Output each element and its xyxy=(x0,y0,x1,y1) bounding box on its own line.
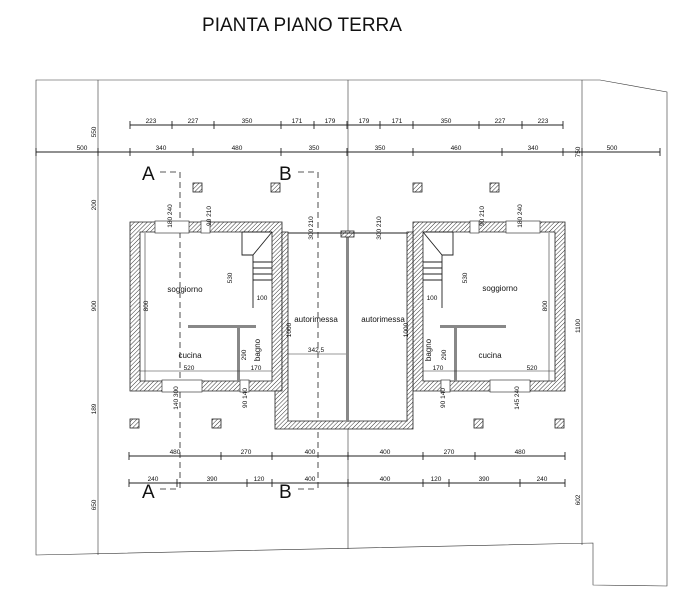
dim-label: 223 xyxy=(538,118,549,125)
dim-label: 480 xyxy=(170,449,181,456)
dim-label: 530 xyxy=(227,272,234,283)
dim-label: 350 xyxy=(242,118,253,125)
room-label-autorimessa-left: autorimessa xyxy=(294,315,338,324)
opening-label: 180 240 xyxy=(167,204,174,228)
section-line-b xyxy=(298,171,319,490)
dim-label: 342,5 xyxy=(308,347,325,354)
left-unit-walls xyxy=(129,220,283,393)
pillar xyxy=(270,182,281,193)
dim-label: 223 xyxy=(146,118,157,125)
lot-boundary xyxy=(35,79,668,587)
room-label-soggiorno-right: soggiorno xyxy=(482,284,518,293)
dim-label: 800 xyxy=(143,300,150,311)
bottom-dims-row1: 480 270 400 400 270 480 xyxy=(170,449,526,456)
bottom-dims-row2: 240 390 120 400 400 120 390 240 xyxy=(148,476,548,483)
dim-label: 750 xyxy=(575,146,582,157)
dim-label: 390 xyxy=(207,476,218,483)
room-label-bagno-left: bagno xyxy=(253,338,262,361)
plan-title: PIANTA PIANO TERRA xyxy=(202,15,402,36)
opening-label: 300 210 xyxy=(308,216,315,240)
dim-label: 270 xyxy=(241,449,252,456)
dim-label: 400 xyxy=(380,449,391,456)
dim-label: 290 xyxy=(441,349,448,360)
dim-label: 400 xyxy=(305,449,316,456)
room-label-cucina-left: cucina xyxy=(178,351,202,360)
dim-label: 170 xyxy=(251,365,262,372)
dim-label: 240 xyxy=(148,476,159,483)
dim-label: 900 xyxy=(91,300,98,311)
opening-label: 180 240 xyxy=(517,204,524,228)
dim-label: 290 xyxy=(241,349,248,360)
dim-label: 520 xyxy=(527,365,538,372)
dim-label: 120 xyxy=(431,476,442,483)
right-unit-walls xyxy=(412,220,566,393)
dim-label: 650 xyxy=(91,499,98,510)
section-a-top: A xyxy=(142,164,155,185)
top-dims-row1: 223 227 350 171 179 179 171 350 227 223 xyxy=(146,118,549,125)
dim-label: 550 xyxy=(91,126,98,137)
opening-label: 90 210 xyxy=(479,206,486,226)
opening-label: 145 240 xyxy=(514,386,521,410)
opening-label: 90 140 xyxy=(440,388,447,408)
dim-label: 602 xyxy=(575,494,582,505)
dim-label: 480 xyxy=(515,449,526,456)
dim-label: 1000 xyxy=(286,322,293,337)
dim-label: 350 xyxy=(309,145,320,152)
dim-label: 179 xyxy=(325,118,336,125)
pillar xyxy=(211,418,222,429)
opening-label: 140 300 xyxy=(173,386,180,410)
dim-label: 200 xyxy=(91,199,98,210)
pillar xyxy=(129,418,140,429)
pillar xyxy=(412,182,423,193)
dim-label: 1000 xyxy=(403,322,410,337)
dim-label: 400 xyxy=(380,476,391,483)
dim-label: 500 xyxy=(607,145,618,152)
room-label-cucina-right: cucina xyxy=(478,351,502,360)
top-dims-row2: 500 340 480 350 350 460 340 500 xyxy=(77,145,618,152)
dim-label: 530 xyxy=(462,272,469,283)
dim-label: 520 xyxy=(184,365,195,372)
room-label-bagno-right: bagno xyxy=(424,338,433,361)
section-b-bottom: B xyxy=(279,482,292,503)
dim-label: 179 xyxy=(359,118,370,125)
pillars xyxy=(129,182,565,429)
dim-label: 189 xyxy=(91,403,98,414)
dim-label: 100 xyxy=(257,295,268,302)
dim-label: 100 xyxy=(427,295,438,302)
dim-label: 340 xyxy=(528,145,539,152)
dim-label: 460 xyxy=(451,145,462,152)
dim-label: 120 xyxy=(254,476,265,483)
vertical-dims: 550 200 900 189 650 750 1100 602 xyxy=(91,126,582,510)
dim-label: 500 xyxy=(77,145,88,152)
dim-label: 227 xyxy=(188,118,199,125)
dim-label: 1100 xyxy=(575,319,582,333)
pillar xyxy=(489,182,500,193)
opening-label: 90 210 xyxy=(206,206,213,226)
dim-label: 340 xyxy=(156,145,167,152)
room-label-autorimessa-right: autorimessa xyxy=(361,315,405,324)
opening-label: 300 210 xyxy=(376,216,383,240)
pillar xyxy=(192,182,203,193)
garage-walls xyxy=(274,230,414,430)
dim-label: 480 xyxy=(232,145,243,152)
room-label-soggiorno-left: soggiorno xyxy=(167,285,203,294)
pillar xyxy=(473,418,484,429)
dim-label: 170 xyxy=(433,365,444,372)
dim-label: 240 xyxy=(537,476,548,483)
dim-label: 350 xyxy=(375,145,386,152)
dim-label: 270 xyxy=(444,449,455,456)
dimension-ticks xyxy=(35,121,661,487)
opening-label: 90 140 xyxy=(242,388,249,408)
dim-label: 171 xyxy=(392,118,403,125)
dim-label: 227 xyxy=(495,118,506,125)
section-b-top: B xyxy=(279,164,292,185)
dim-label: 390 xyxy=(479,476,490,483)
pillar xyxy=(554,418,565,429)
dim-label: 350 xyxy=(441,118,452,125)
dim-label: 800 xyxy=(542,300,549,311)
dim-label: 171 xyxy=(292,118,303,125)
section-a-bottom: A xyxy=(142,482,155,503)
dim-label: 400 xyxy=(305,476,316,483)
